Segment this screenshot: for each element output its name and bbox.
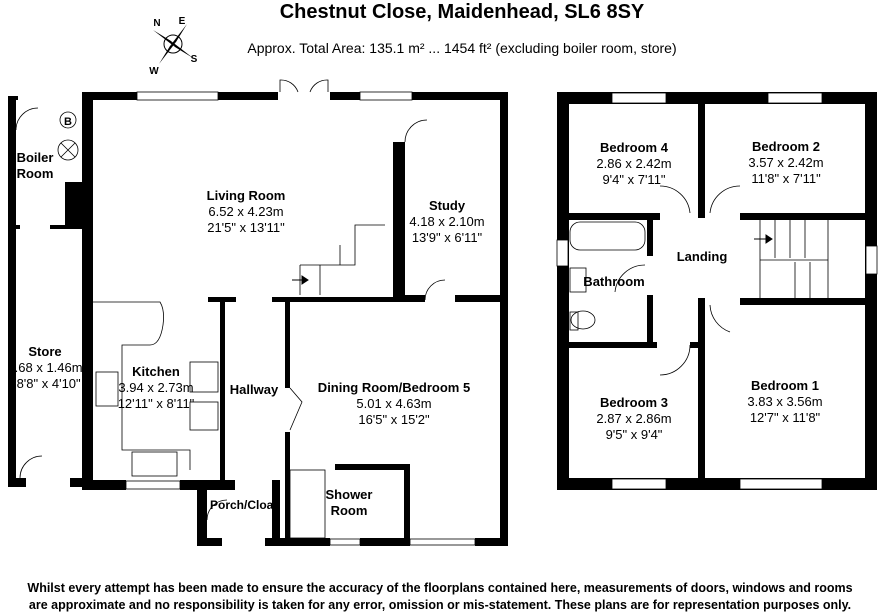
room-metric: 3.94 x 2.73m <box>118 380 194 395</box>
stair-arrow-icon <box>292 234 773 285</box>
room-bathroom: Bathroom <box>583 274 645 289</box>
room-bedroom-2: Bedroom 2 3.57 x 2.42m 11'8" x 7'11" <box>748 139 823 187</box>
room-name-line2: Room <box>16 166 54 181</box>
room-imperial: 12'7" x 11'8" <box>749 410 821 425</box>
disclaimer: Whilst every attempt has been made to en… <box>0 580 880 614</box>
room-name: Dining Room/Bedroom 5 <box>317 380 471 395</box>
room-metric: 3.57 x 2.42m <box>748 155 824 170</box>
room-bedroom-3: Bedroom 3 2.87 x 2.86m 9'5" x 9'4" <box>596 395 671 443</box>
room-imperial: 12'11" x 8'11" <box>117 396 195 411</box>
room-landing: Landing <box>676 249 728 264</box>
room-imperial: 11'8" x 7'11" <box>751 171 821 186</box>
room-name: Study <box>428 198 466 213</box>
room-imperial: 13'9" x 6'11" <box>411 230 483 245</box>
first-floor-fixtures <box>569 185 829 376</box>
boiler-symbol: B <box>64 116 72 128</box>
room-imperial: 18'8" x 4'10" <box>9 376 81 391</box>
room-name-line1: Boiler <box>16 150 54 165</box>
room-metric: 4.18 x 2.10m <box>409 214 485 229</box>
room-store: Store 5.68 x 1.46m 18'8" x 4'10" <box>7 344 82 392</box>
room-bedroom-4: Bedroom 4 2.86 x 2.42m 9'4" x 7'11" <box>596 140 671 188</box>
room-name: Bedroom 3 <box>600 395 668 410</box>
room-study: Study 4.18 x 2.10m 13'9" x 6'11" <box>409 198 484 246</box>
room-imperial: 21'5" x 13'11" <box>207 220 285 235</box>
room-hallway: Hallway <box>229 382 279 397</box>
room-name: Bedroom 1 <box>751 378 819 393</box>
room-imperial: 16'5" x 15'2" <box>358 412 430 427</box>
room-boiler-room: Boiler Room <box>17 150 54 182</box>
ground-floor-windows <box>125 91 476 546</box>
compass-w: W <box>149 66 159 77</box>
page-title: Chestnut Close, Maidenhead, SL6 8SY <box>279 1 645 23</box>
room-name-line1: Shower <box>325 487 373 502</box>
compass-icon <box>153 24 193 64</box>
ground-floor-fixtures <box>15 79 446 539</box>
room-shower-room: Shower Room <box>326 487 373 519</box>
room-name: Kitchen <box>132 364 180 379</box>
room-name: Bedroom 2 <box>752 139 820 154</box>
room-metric: 5.01 x 4.63m <box>356 396 432 411</box>
room-imperial: 9'4" x 7'11" <box>602 172 666 187</box>
compass-s: S <box>190 54 198 65</box>
disclaimer-line-1: Whilst every attempt has been made to en… <box>27 581 853 595</box>
ground-floor-walls <box>8 92 508 546</box>
room-living-room: Living Room 6.52 x 4.23m 21'5" x 13'11" <box>207 188 286 236</box>
room-kitchen: Kitchen 3.94 x 2.73m 12'11" x 8'11" <box>118 364 195 412</box>
first-floor-windows <box>556 92 878 490</box>
room-name: Bedroom 4 <box>600 140 668 155</box>
room-name-line2: Room <box>330 503 368 518</box>
compass-n: N <box>153 18 161 29</box>
room-imperial: 9'5" x 9'4" <box>605 427 663 442</box>
room-metric: 2.86 x 2.42m <box>596 156 672 171</box>
room-dining-room: Dining Room/Bedroom 5 5.01 x 4.63m 16'5"… <box>318 380 470 428</box>
room-metric: 2.87 x 2.86m <box>596 411 672 426</box>
room-name: Store <box>28 344 62 359</box>
room-metric: 3.83 x 3.56m <box>747 394 823 409</box>
compass-e: E <box>178 16 186 27</box>
room-name: Living Room <box>206 188 286 203</box>
room-bedroom-1: Bedroom 1 3.83 x 3.56m 12'7" x 11'8" <box>747 378 822 426</box>
room-metric: 6.52 x 4.23m <box>208 204 284 219</box>
disclaimer-line-2: are approximate and no responsibility is… <box>28 598 852 612</box>
total-area: Approx. Total Area: 135.1 m² ... 1454 ft… <box>247 40 677 56</box>
room-metric: 5.68 x 1.46m <box>7 360 83 375</box>
room-porch-cloak: Porch/Cloak <box>209 498 281 512</box>
